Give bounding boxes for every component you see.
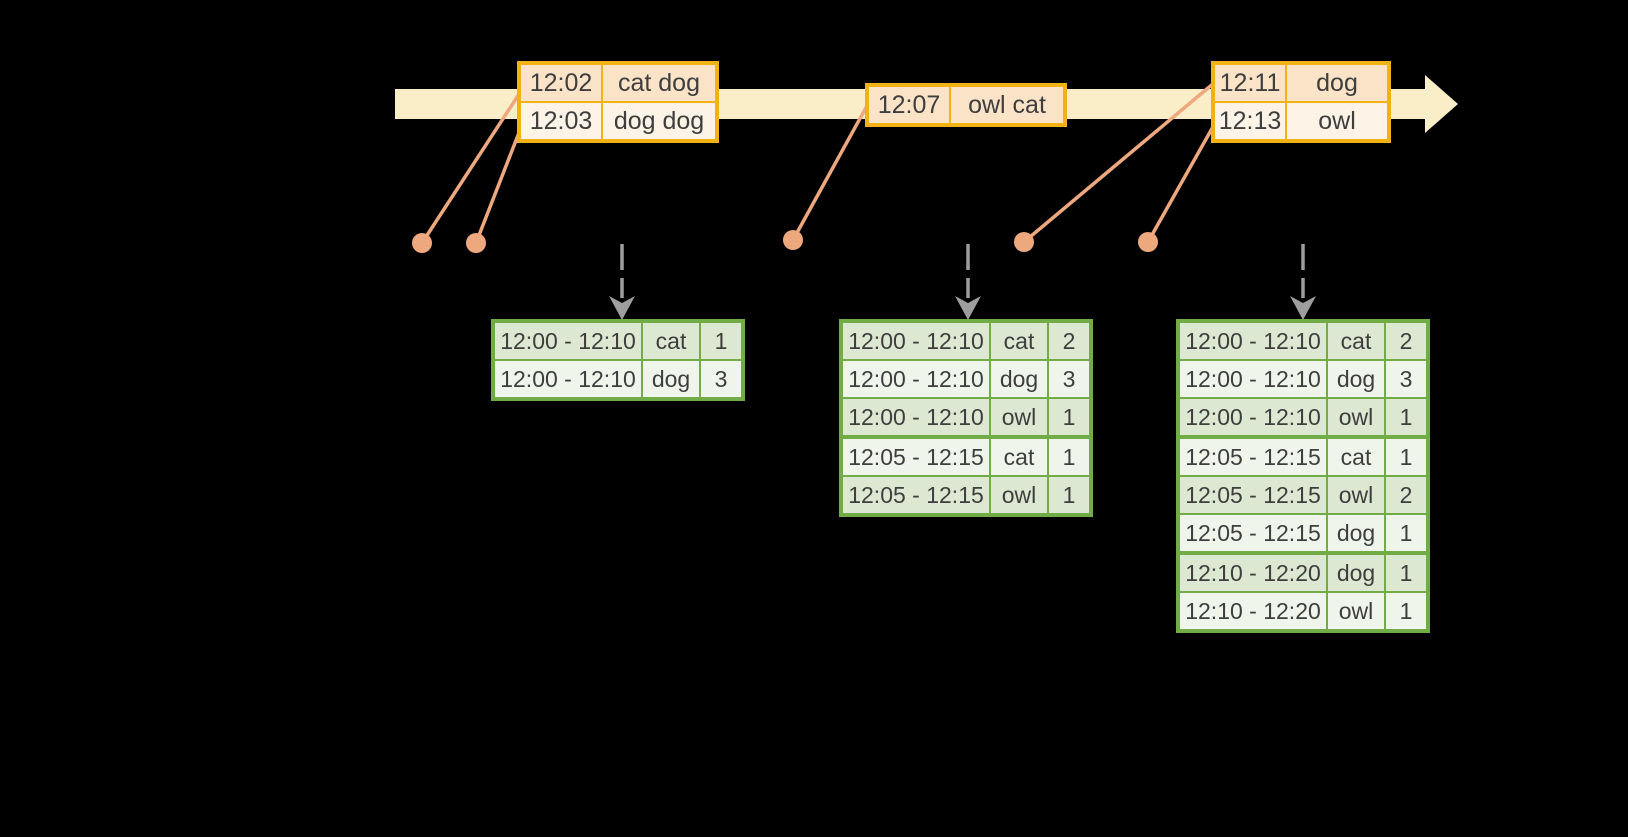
result-count-cell: 3 bbox=[699, 359, 744, 400]
event-marker-dot-icon bbox=[466, 233, 486, 253]
result-word-cell: owl bbox=[989, 397, 1049, 438]
event-time-cell: 12:02 bbox=[518, 62, 603, 103]
event-link-line bbox=[420, 87, 525, 244]
event-marker-dot-icon bbox=[783, 230, 803, 250]
result-word-cell: dog bbox=[1326, 359, 1386, 399]
result-window-cell: 12:00 - 12:10 bbox=[840, 397, 991, 438]
result-window-cell: 12:05 - 12:15 bbox=[840, 435, 991, 477]
event-words-cell: owl cat bbox=[949, 84, 1066, 126]
result-count-cell: 2 bbox=[1384, 320, 1429, 361]
event-time-cell: 12:13 bbox=[1212, 101, 1287, 142]
result-count-cell: 1 bbox=[1047, 475, 1092, 516]
event-table-1: 12:02 cat dog 12:03 dog dog bbox=[517, 61, 719, 143]
event-words-cell: dog bbox=[1285, 62, 1390, 103]
result-window-cell: 12:10 - 12:20 bbox=[1177, 551, 1328, 593]
event-marker-dot-icon bbox=[412, 233, 432, 253]
result-word-cell: cat bbox=[641, 320, 701, 361]
result-count-cell: 2 bbox=[1384, 475, 1429, 515]
event-words-cell: cat dog bbox=[601, 62, 718, 103]
trigger-arrow-icon bbox=[609, 244, 635, 320]
result-count-cell: 3 bbox=[1047, 359, 1092, 399]
event-link-line bbox=[791, 103, 870, 241]
result-word-cell: owl bbox=[1326, 591, 1386, 632]
event-link-line bbox=[1146, 124, 1216, 243]
event-time-cell: 12:11 bbox=[1212, 62, 1287, 103]
event-table-3: 12:11 dog 12:13 owl bbox=[1211, 61, 1391, 143]
result-count-cell: 1 bbox=[699, 320, 744, 361]
event-link-line bbox=[1022, 81, 1216, 244]
result-window-cell: 12:00 - 12:10 bbox=[1177, 359, 1328, 399]
trigger-arrow-icon bbox=[1290, 244, 1316, 320]
event-words-cell: dog dog bbox=[601, 101, 718, 142]
result-window-cell: 12:10 - 12:20 bbox=[1177, 591, 1328, 632]
result-word-cell: owl bbox=[989, 475, 1049, 516]
result-count-cell: 1 bbox=[1384, 435, 1429, 477]
result-table-3: 12:00 - 12:10 cat 2 12:00 - 12:10 dog 3 … bbox=[1176, 319, 1430, 633]
result-count-cell: 1 bbox=[1384, 397, 1429, 438]
result-count-cell: 3 bbox=[1384, 359, 1429, 399]
result-word-cell: cat bbox=[1326, 320, 1386, 361]
event-link-line bbox=[474, 124, 524, 244]
event-time-cell: 12:03 bbox=[518, 101, 603, 142]
result-word-cell: dog bbox=[989, 359, 1049, 399]
result-window-cell: 12:00 - 12:10 bbox=[840, 359, 991, 399]
result-window-cell: 12:00 - 12:10 bbox=[492, 320, 643, 361]
result-window-cell: 12:05 - 12:15 bbox=[1177, 513, 1328, 554]
result-word-cell: owl bbox=[1326, 475, 1386, 515]
trigger-arrow-icon bbox=[955, 244, 981, 320]
trigger-arrows bbox=[609, 244, 1316, 320]
event-marker-dots bbox=[412, 230, 1158, 253]
result-count-cell: 1 bbox=[1047, 435, 1092, 477]
event-marker-dot-icon bbox=[1014, 232, 1034, 252]
event-words-cell: owl bbox=[1285, 101, 1390, 142]
event-link-lines bbox=[420, 81, 1216, 244]
event-table-2: 12:07 owl cat bbox=[865, 83, 1067, 127]
result-word-cell: cat bbox=[989, 435, 1049, 477]
result-window-cell: 12:05 - 12:15 bbox=[1177, 475, 1328, 515]
event-time-cell: 12:07 bbox=[866, 84, 951, 126]
result-table-2: 12:00 - 12:10 cat 2 12:00 - 12:10 dog 3 … bbox=[839, 319, 1093, 517]
result-word-cell: dog bbox=[1326, 551, 1386, 593]
result-window-cell: 12:05 - 12:15 bbox=[840, 475, 991, 516]
result-count-cell: 1 bbox=[1384, 591, 1429, 632]
result-table-1: 12:00 - 12:10 cat 1 12:00 - 12:10 dog 3 bbox=[491, 319, 745, 401]
result-window-cell: 12:00 - 12:10 bbox=[492, 359, 643, 400]
result-window-cell: 12:00 - 12:10 bbox=[1177, 320, 1328, 361]
result-window-cell: 12:00 - 12:10 bbox=[840, 320, 991, 361]
result-word-cell: dog bbox=[641, 359, 701, 400]
result-word-cell: owl bbox=[1326, 397, 1386, 438]
result-word-cell: cat bbox=[1326, 435, 1386, 477]
result-count-cell: 2 bbox=[1047, 320, 1092, 361]
result-count-cell: 1 bbox=[1384, 513, 1429, 554]
event-marker-dot-icon bbox=[1138, 232, 1158, 252]
result-count-cell: 1 bbox=[1047, 397, 1092, 438]
result-word-cell: cat bbox=[989, 320, 1049, 361]
result-word-cell: dog bbox=[1326, 513, 1386, 554]
result-count-cell: 1 bbox=[1384, 551, 1429, 593]
result-window-cell: 12:05 - 12:15 bbox=[1177, 435, 1328, 477]
result-window-cell: 12:00 - 12:10 bbox=[1177, 397, 1328, 438]
